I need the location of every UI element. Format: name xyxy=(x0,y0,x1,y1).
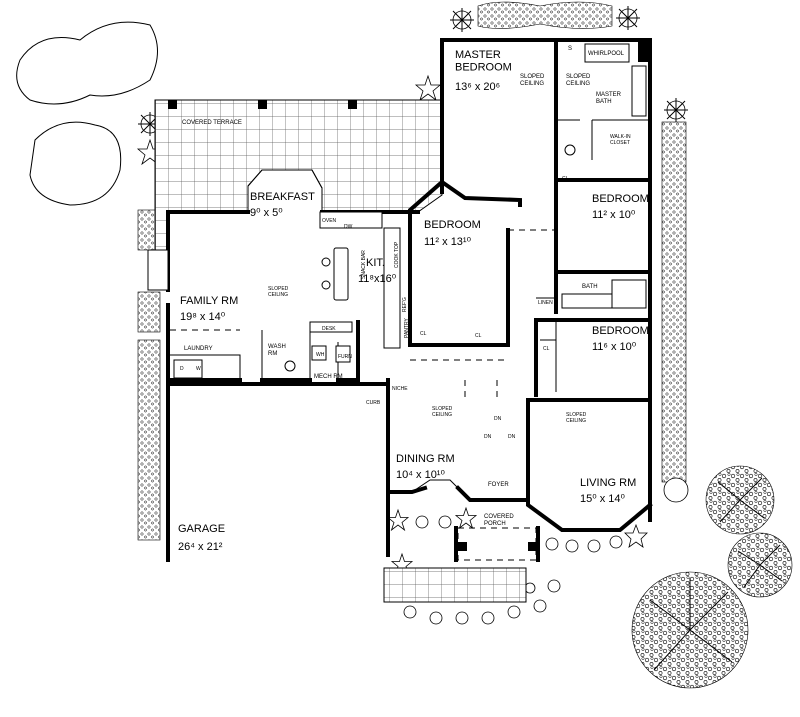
fireplace xyxy=(147,249,169,291)
master-vanity xyxy=(631,65,647,117)
kitchen-label: KIT. xyxy=(366,257,385,269)
closet-label: CL xyxy=(475,333,482,339)
furn-label: FURN xyxy=(338,354,352,360)
hedge-right-bottom xyxy=(663,477,689,503)
whirlpool-tub xyxy=(584,43,630,63)
left-hedge-mid xyxy=(137,291,161,333)
tree-bottom-right-3 xyxy=(631,571,749,689)
wh-label: WH xyxy=(316,352,325,358)
desk xyxy=(309,321,353,333)
family-room-size: 19⁸ x 14⁰ xyxy=(180,311,226,323)
tree-cluster-top-left xyxy=(16,21,158,105)
snack-bar-label: SNACK BAR xyxy=(361,250,367,279)
linen-label: LINEN xyxy=(538,300,553,306)
water-heater xyxy=(311,345,327,361)
left-hedge-lower xyxy=(137,339,161,541)
top-hedge xyxy=(477,1,613,29)
furnace xyxy=(335,345,351,363)
tree-bottom-right-2 xyxy=(727,532,793,598)
closet-label: CL xyxy=(562,176,569,182)
toilet-icon xyxy=(564,144,576,156)
family-room-label: FAMILY RM xyxy=(180,295,238,307)
desk-label: DESK xyxy=(322,326,336,332)
kitchen-counter xyxy=(319,211,383,229)
closet-label: CL xyxy=(543,346,550,352)
bedroom-2-label: BEDROOM xyxy=(424,219,481,231)
dryer-label: D xyxy=(180,366,184,372)
star-shrub-icon xyxy=(414,74,442,102)
bedroom-4-label: BEDROOM xyxy=(592,325,649,337)
down-label: DN xyxy=(484,434,492,440)
starburst-shrub-icon xyxy=(450,8,474,32)
living-room-size: 15⁰ x 14⁰ xyxy=(580,493,625,505)
landscaping xyxy=(16,1,793,689)
right-hedge xyxy=(661,121,687,483)
mech-room-label: MECH RM xyxy=(314,374,343,380)
whirlpool-label: WHIRLPOOL xyxy=(588,51,625,57)
washer-label: W xyxy=(196,366,201,372)
tree-cluster-left xyxy=(29,121,122,206)
paving xyxy=(154,99,527,603)
bedroom-2-size: 11² x 13¹⁰ xyxy=(424,236,472,248)
dining-room-size: 10⁴ x 10¹⁰ xyxy=(396,469,445,481)
dining-room-label: DINING RM xyxy=(396,453,455,465)
starburst-shrub-icon xyxy=(664,98,688,122)
dw-label: DW xyxy=(344,224,353,230)
living-room-label: LIVING RM xyxy=(580,477,636,489)
snack-bar xyxy=(333,247,349,301)
refrig-label: REF'G xyxy=(402,297,408,312)
foyer-label: FOYER xyxy=(488,482,509,488)
star-shrub-icon xyxy=(624,523,648,548)
star-shrub-icon xyxy=(386,508,410,532)
fixtures xyxy=(147,43,647,379)
walkway-paving xyxy=(383,567,527,603)
garage-size: 26⁴ x 21² xyxy=(178,541,223,553)
bath-tub xyxy=(611,279,647,309)
breakfast-size: 9⁰ x 5⁰ xyxy=(250,207,283,219)
covered-terrace-label: COVERED TERRACE xyxy=(182,120,242,126)
tree-bottom-right-1 xyxy=(705,465,775,535)
master-bedroom-size: 13⁶ x 20⁶ xyxy=(455,81,500,93)
pantry-label: PANTRY xyxy=(404,318,410,338)
kitchen-counter-side xyxy=(383,227,401,349)
cook-top-label: COOK TOP xyxy=(394,241,400,268)
down-label: DN xyxy=(494,416,502,422)
porch-shrubs xyxy=(403,515,623,625)
garage-label: GARAGE xyxy=(178,523,225,535)
down-label: DN xyxy=(508,434,516,440)
starburst-shrub-icon xyxy=(616,6,640,30)
bedroom-4-size: 11⁶ x 10⁰ xyxy=(592,341,637,353)
bath-label: BATH xyxy=(582,284,598,290)
shower-label: S xyxy=(568,46,572,52)
bedroom-3-size: 11² x 10⁰ xyxy=(592,209,636,221)
breakfast-label: BREAKFAST xyxy=(250,191,315,203)
oven-label: OVEN xyxy=(322,218,337,224)
toilet-icon xyxy=(284,360,296,372)
bedroom-3-label: BEDROOM xyxy=(592,193,649,205)
niche-label: NICHE xyxy=(392,386,408,392)
kitchen-size: 11⁸x16⁰ xyxy=(358,273,397,285)
laundry-label: LAUNDRY xyxy=(184,346,213,352)
bath-vanity xyxy=(561,293,613,309)
closet-label: CL xyxy=(420,331,427,337)
curb-label: CURB xyxy=(366,400,381,406)
star-shrub-icon xyxy=(454,506,478,530)
washer xyxy=(173,359,203,379)
